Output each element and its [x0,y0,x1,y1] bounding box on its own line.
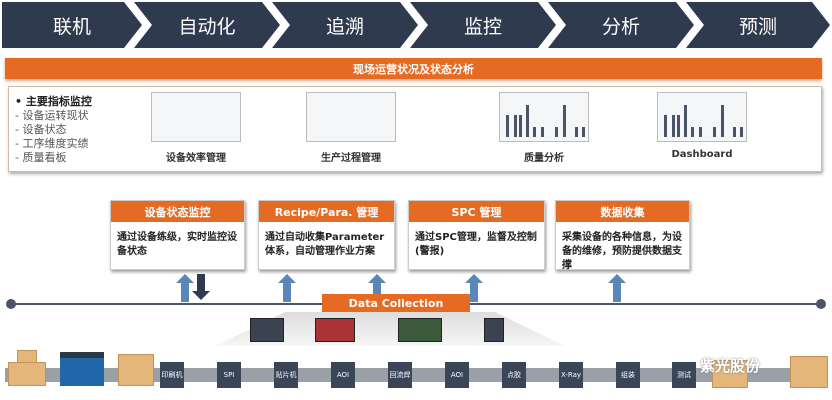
monitoring-panel: • 主要指标监控 - 设备运转现状 - 设备状态 - 工序维度实绩 - 质量看板… [8,86,822,172]
station: 回流焊 [388,362,412,388]
module-body: 通过自动收集Parameter体系，自动管理作业方案 [265,232,385,257]
station: 点胶 [502,362,526,388]
station: 组装 [616,362,640,388]
step-traceability: 追溯 [272,2,418,48]
finished-goods-icon [790,356,828,388]
station: X-Ray [559,362,583,388]
station: 测试 [672,362,696,388]
equipment-image [484,318,504,342]
arrow-up-icon [278,274,296,302]
station: AOI [331,362,355,388]
equipment-image [250,318,284,342]
step-automation: 自动化 [134,2,280,48]
module-title: SPC 管理 [409,201,544,222]
module-body: 采集设备的各种信息，为设备的维修，预防提供数据支撑 [562,232,682,271]
module-title: 设备状态监控 [111,201,244,222]
station: SPI [217,362,241,388]
arrow-up-icon [176,274,194,302]
step-monitoring: 监控 [410,2,556,48]
list-item: - 设备状态 [15,123,67,136]
station: AOI [445,362,469,388]
screenshot-thumbnail [151,92,241,142]
indicator-list: • 主要指标监控 - 设备运转现状 - 设备状态 - 工序维度实绩 - 质量看板 [15,95,92,165]
arrow-up-icon [368,274,386,294]
chart-thumbnail [657,92,747,142]
module-body: 通过SPC管理，监督及控制 (警报) [415,232,537,257]
inspection-box-icon [712,360,748,388]
module-equipment-status: 设备状态监控 通过设备练级，实时监控设备状态 [110,200,245,270]
step-analysis: 分析 [548,2,694,48]
arrow-down-icon [192,274,210,300]
list-item: - 质量看板 [15,151,67,164]
module-body: 通过设备练级，实时监控设备状态 [117,232,237,257]
raw-material-icon [17,350,37,363]
list-item: - 工序维度实绩 [15,137,89,150]
screen-caption: Dashboard [671,149,733,160]
list-item: - 设备运转现状 [15,109,89,122]
equipment-image [315,318,355,342]
module-recipe: Recipe/Para. 管理 通过自动收集Parameter体系，自动管理作业… [258,200,395,270]
arrow-up-icon [608,274,626,302]
warehouse-icon [60,352,104,386]
box-icon [118,354,154,386]
screen-caption: 质量分析 [524,153,564,164]
module-data-collection: 数据收集 采集设备的各种信息，为设备的维修，预防提供数据支撑 [555,200,690,271]
screenshot-thumbnail [306,92,396,142]
station: 印刷机 [160,362,184,388]
list-heading: • 主要指标监控 [15,95,92,108]
module-title: 数据收集 [556,201,689,222]
screen-caption: 设备效率管理 [166,153,226,164]
watermark: 紫光股份 [700,357,761,375]
arrow-up-icon [465,274,483,302]
raw-material-icon [8,362,46,386]
chart-thumbnail [499,92,589,142]
module-title: Recipe/Para. 管理 [259,201,394,222]
step-prediction: 预测 [686,2,830,48]
section-banner: 现场运营状况及状态分析 [5,58,822,79]
step-online: 联机 [2,2,142,48]
equipment-image [398,318,442,342]
module-spc: SPC 管理 通过SPC管理，监督及控制 (警报) [408,200,545,270]
data-collection-label: Data Collection [322,294,470,312]
screen-caption: 生产过程管理 [321,153,381,164]
station: 贴片机 [274,362,298,388]
